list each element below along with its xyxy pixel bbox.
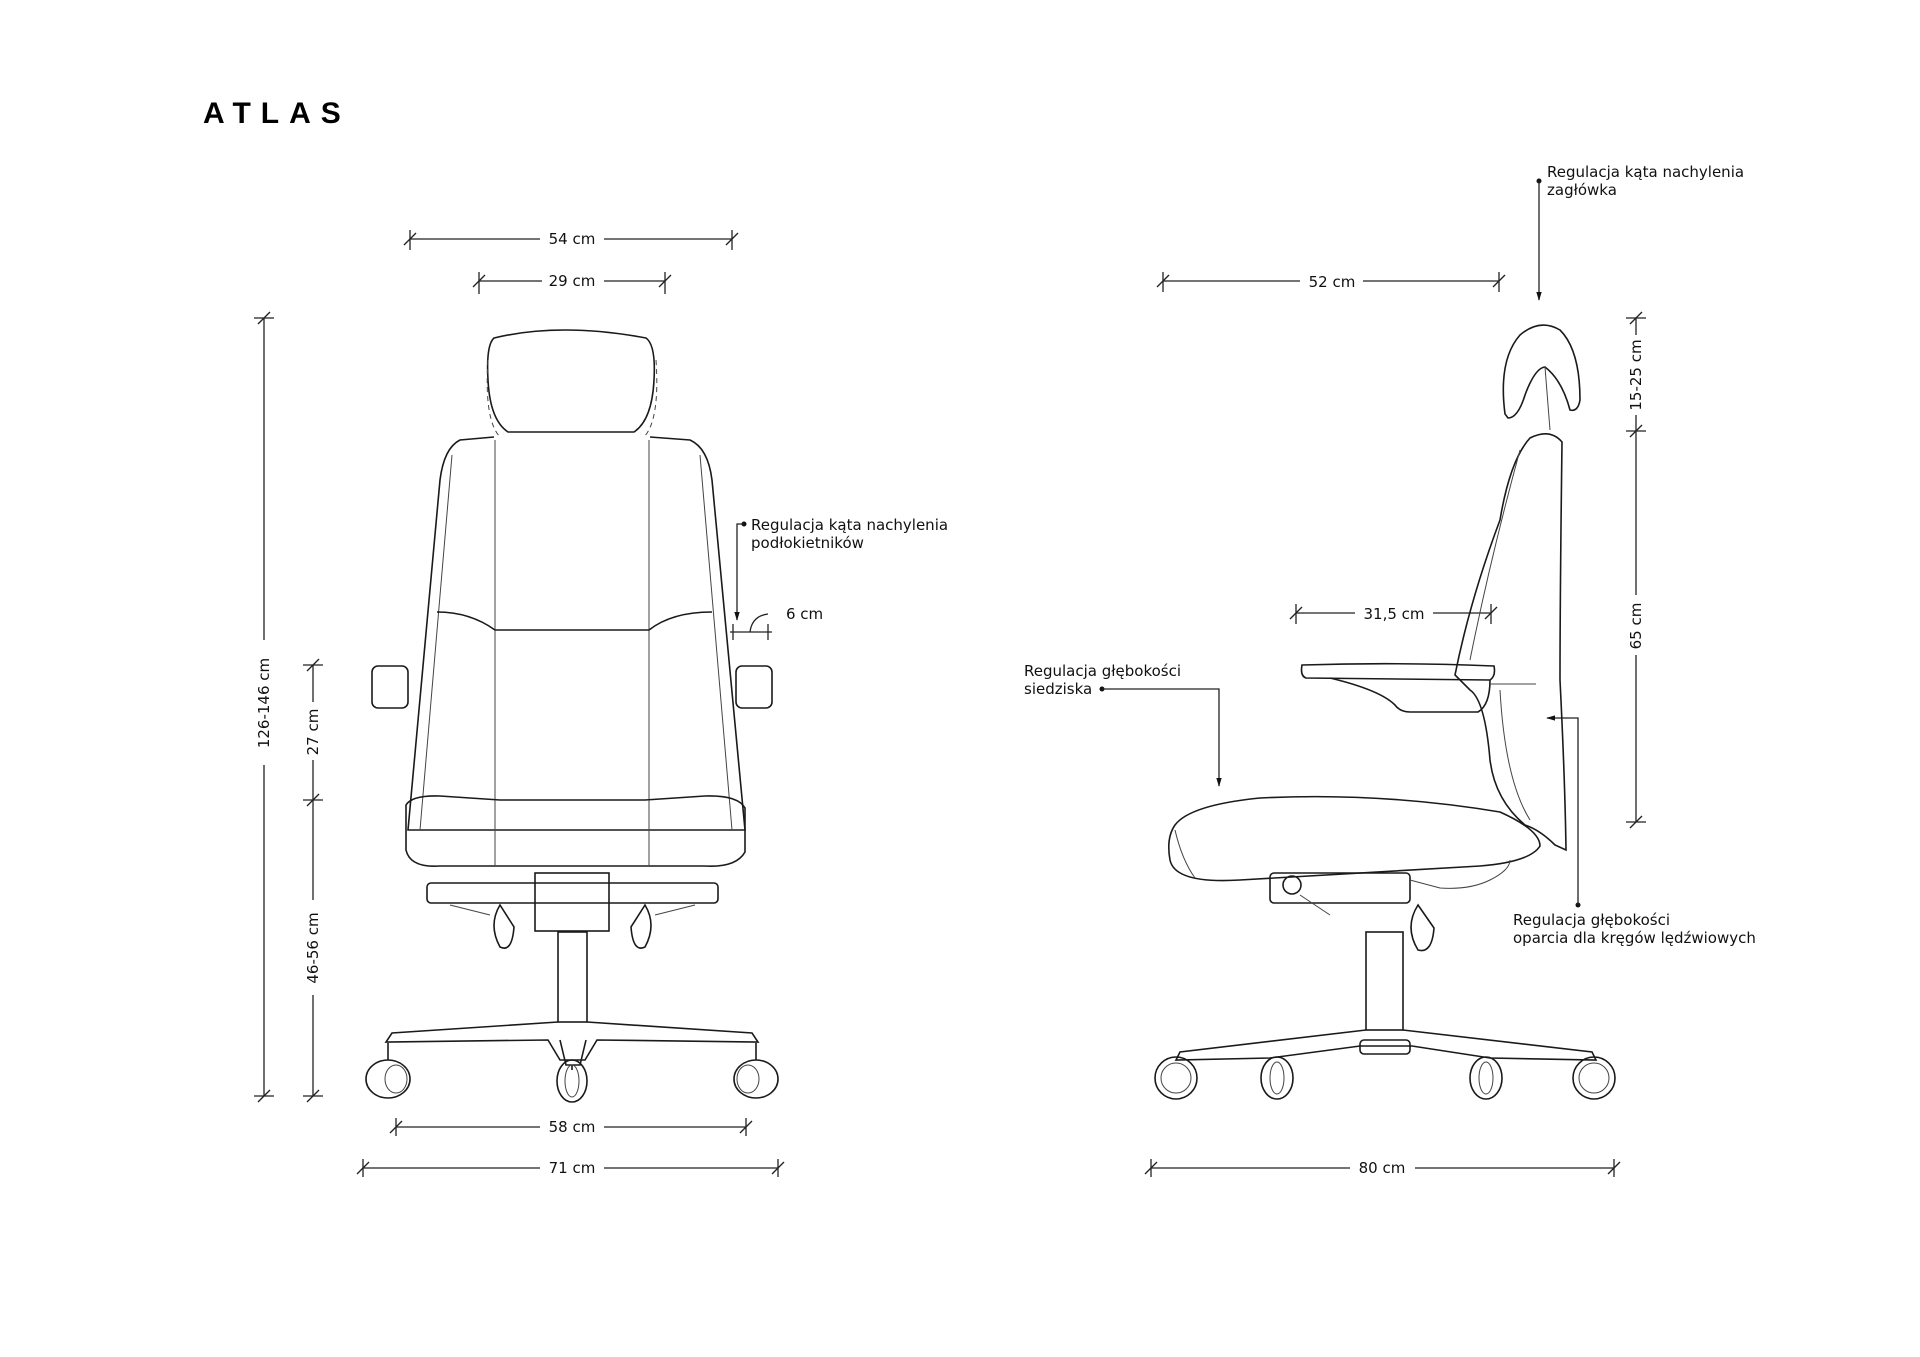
annotation-text: oparcia dla kręgów lędźwiowych — [1513, 929, 1756, 947]
dim-label: 126-146 cm — [255, 658, 273, 748]
dim-headrest-width: 29 cm — [472, 272, 672, 294]
dim-label: 27 cm — [304, 709, 322, 756]
annotation-armrest-tilt: Regulacja kąta nachylenia podłokietników… — [730, 516, 948, 640]
annotation-text: Regulacja kąta nachylenia — [751, 516, 948, 534]
annotation-lumbar-depth: Regulacja głębokości oparcia dla kręgów … — [1513, 715, 1756, 947]
dim-label: 65 cm — [1627, 603, 1645, 650]
annotation-text: Regulacja kąta nachylenia — [1547, 163, 1744, 181]
dim-label: 29 cm — [549, 272, 596, 290]
dim-seat-height: 46-56 cm — [303, 800, 323, 1103]
dim-label: 54 cm — [549, 230, 596, 248]
dim-label: 46-56 cm — [304, 912, 322, 983]
dim-base-depth: 80 cm — [1144, 1159, 1621, 1177]
dim-label: 52 cm — [1309, 273, 1356, 291]
annotation-text: siedziska — [1024, 680, 1092, 698]
dim-label: 58 cm — [549, 1118, 596, 1136]
caster-wheels — [365, 1059, 779, 1103]
annotation-text: podłokietników — [751, 534, 864, 552]
annotation-text: zagłówka — [1547, 181, 1617, 199]
chair-front-outline — [365, 329, 779, 1103]
annotation-text: Regulacja głębokości — [1024, 662, 1181, 680]
dim-backrest-height: 65 cm — [1626, 431, 1646, 829]
dim-wheelbase-outer: 71 cm — [356, 1159, 785, 1177]
dim-total-height: 126-146 cm — [254, 311, 274, 1103]
dim-headrest-height: 15-25 cm — [1626, 311, 1646, 438]
caster-wheels — [1154, 1056, 1616, 1100]
annotation-seat-depth: Regulacja głębokości siedziska — [1024, 662, 1222, 787]
annotation-text: Regulacja głębokości — [1513, 911, 1670, 929]
chair-side-outline — [1154, 324, 1616, 1100]
brand-logo: ATLAS — [203, 97, 351, 130]
dim-label: 15-25 cm — [1627, 339, 1645, 410]
dim-armrest-height: 27 cm — [303, 658, 323, 807]
front-view: 54 cm 29 cm 126-146 cm 27 cm 46-56 cm — [254, 230, 948, 1177]
dim-armrest-length: 31,5 cm — [1289, 604, 1498, 624]
dim-depth-top: 52 cm — [1156, 272, 1506, 292]
dim-label: 71 cm — [549, 1159, 596, 1177]
dim-overall-width: 54 cm — [403, 230, 739, 250]
dim-label: 6 cm — [786, 605, 823, 623]
dim-label: 31,5 cm — [1363, 605, 1424, 623]
dim-wheelbase-inner: 58 cm — [389, 1118, 753, 1136]
side-view: 52 cm Regulacja kąta nachylenia zagłówka… — [1024, 163, 1756, 1177]
dim-label: 80 cm — [1359, 1159, 1406, 1177]
annotation-headrest-tilt: Regulacja kąta nachylenia zagłówka — [1536, 163, 1744, 301]
